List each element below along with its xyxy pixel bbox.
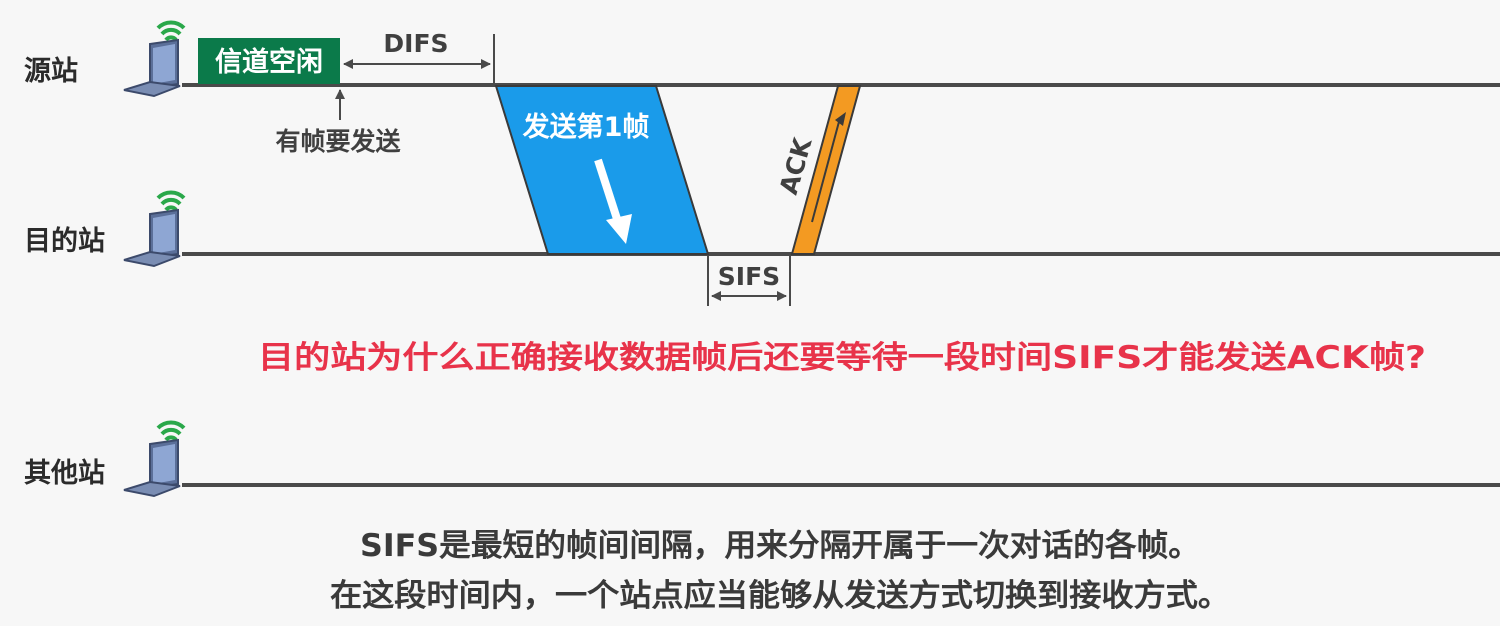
channel-idle-label: 信道空闲 xyxy=(215,46,323,78)
laptop-wifi-icon xyxy=(122,20,186,99)
station-other-label: 其他站 xyxy=(24,458,105,489)
arrow-up-icon xyxy=(811,112,846,223)
laptop-wifi-icon xyxy=(122,420,186,498)
difs-label: DIFS xyxy=(383,29,448,58)
station-source-label: 源站 xyxy=(24,56,78,87)
explanation-line-2: 在这段时间内，一个站点应当能够从发送方式切换到接收方式。 xyxy=(330,578,1230,614)
laptop-wifi-icon xyxy=(122,190,186,268)
data-frame-label: 发送第1帧 xyxy=(522,111,650,143)
channel-idle-box xyxy=(198,38,340,84)
has-frame-label: 有帧要发送 xyxy=(275,127,400,156)
question-text: 目的站为什么正确接收数据帧后还要等待一段时间SIFS才能发送ACK帧? xyxy=(258,340,1426,376)
explanation-line-1: SIFS是最短的帧间间隔，用来分隔开属于一次对话的各帧。 xyxy=(360,528,1200,564)
arrow-down-icon xyxy=(594,158,632,244)
station-destination-label: 目的站 xyxy=(24,225,105,257)
sifs-label: SIFS xyxy=(718,262,780,291)
